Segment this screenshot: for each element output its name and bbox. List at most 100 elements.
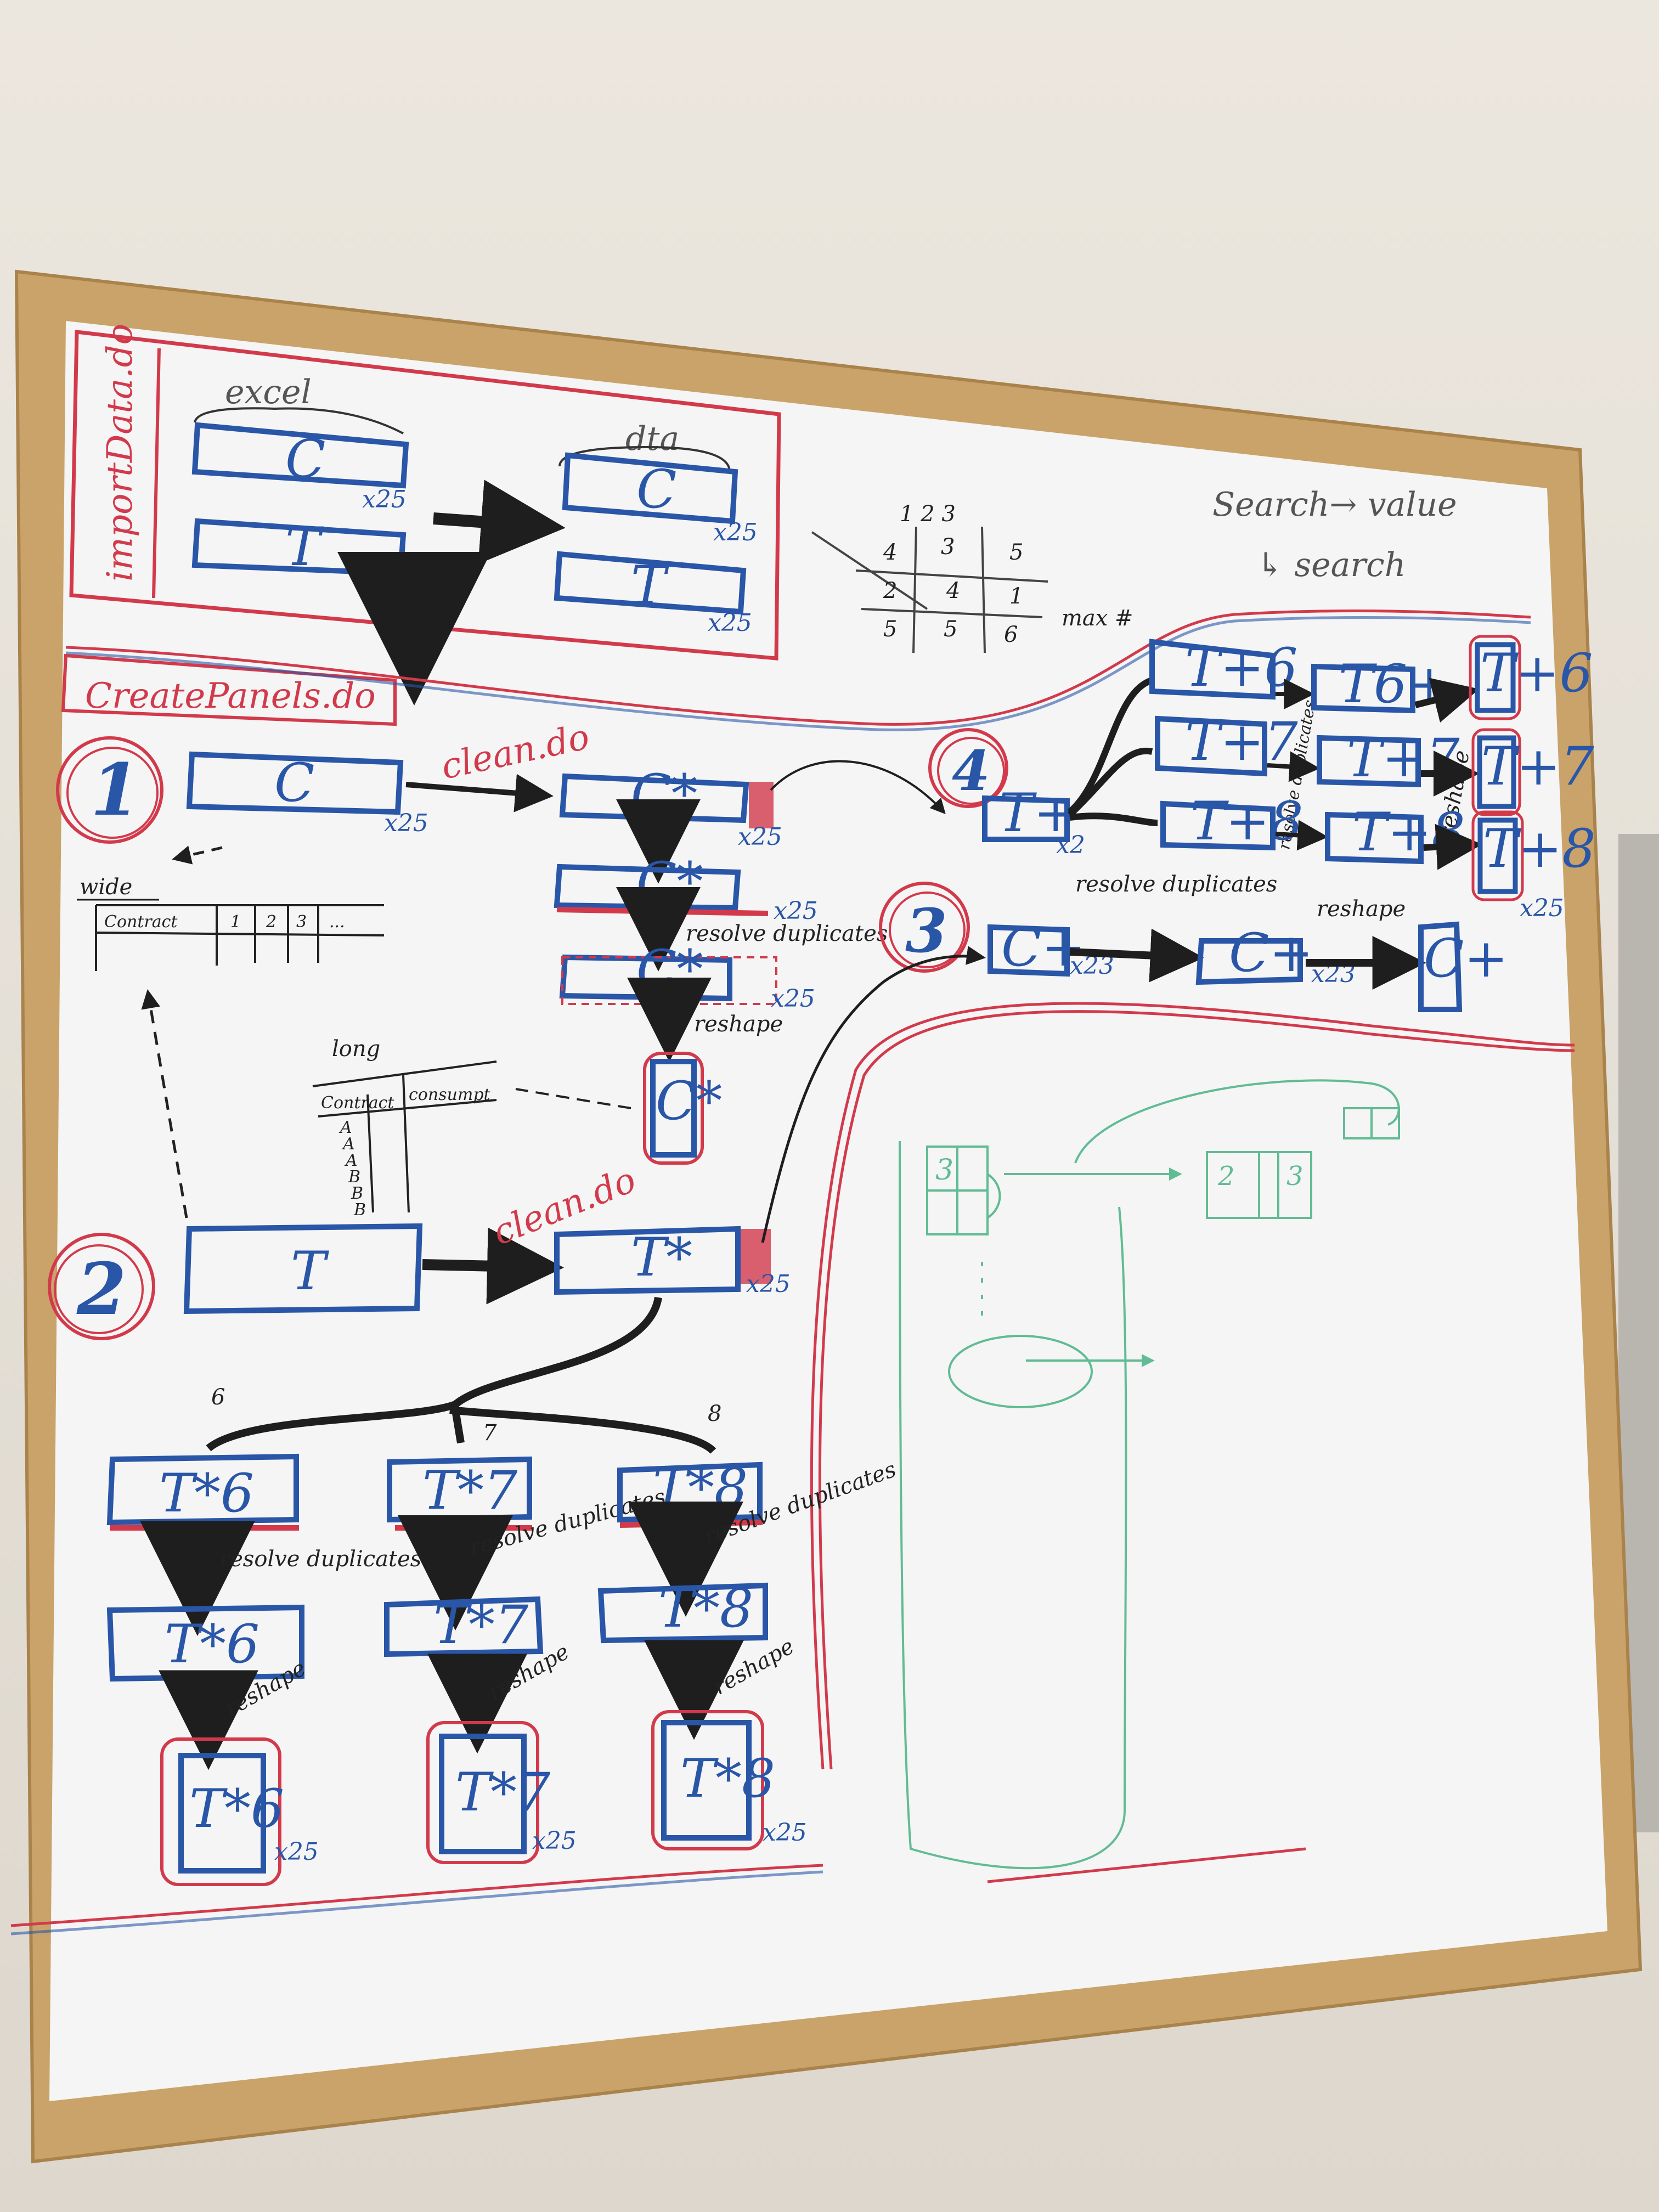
svg-text:x25: x25 bbox=[774, 897, 818, 925]
svg-text:5: 5 bbox=[883, 617, 897, 642]
svg-text:3: 3 bbox=[905, 895, 947, 966]
green-sketch: 3 2 3 bbox=[899, 1079, 1400, 1870]
svg-text:x25: x25 bbox=[738, 823, 782, 851]
svg-text:T+8: T+8 bbox=[1190, 791, 1304, 852]
svg-text:T+7: T+7 bbox=[1347, 727, 1460, 789]
svg-text:3: 3 bbox=[935, 1154, 953, 1187]
svg-text:3: 3 bbox=[1286, 1161, 1304, 1192]
svg-text:CreatePanels.do: CreatePanels.do bbox=[85, 676, 376, 716]
step-4-badge: 4 bbox=[928, 728, 1008, 808]
svg-text:2: 2 bbox=[1217, 1161, 1235, 1192]
svg-text:1: 1 bbox=[1009, 584, 1023, 609]
svg-text:x25: x25 bbox=[771, 985, 815, 1013]
svg-text:T+8: T+8 bbox=[1483, 818, 1596, 879]
svg-text:x2: x2 bbox=[1056, 831, 1085, 859]
section-3-flow: C+ x23 resolve duplicates C+ x23 reshape… bbox=[761, 872, 1508, 1243]
svg-text:T: T bbox=[291, 1240, 329, 1302]
svg-text:↳ search: ↳ search bbox=[1256, 546, 1406, 584]
svg-text:x25: x25 bbox=[532, 1827, 577, 1855]
svg-text:T+6: T+6 bbox=[1480, 642, 1593, 704]
step-2-badge: 2 bbox=[48, 1233, 155, 1340]
dta-t-box bbox=[554, 551, 747, 615]
svg-text:x25: x25 bbox=[708, 609, 752, 637]
svg-text:T*7: T*7 bbox=[433, 1594, 528, 1656]
svg-text:6: 6 bbox=[211, 1385, 225, 1410]
svg-text:x25: x25 bbox=[763, 1819, 807, 1847]
svg-text:B: B bbox=[348, 1167, 360, 1187]
svg-text:x25: x25 bbox=[384, 809, 428, 837]
svg-text:7: 7 bbox=[483, 1420, 497, 1446]
svg-text:4: 4 bbox=[883, 540, 897, 565]
svg-text:resolve duplicates: resolve duplicates bbox=[1075, 872, 1277, 897]
svg-text:long: long bbox=[332, 1036, 380, 1062]
svg-text:C+: C+ bbox=[1001, 917, 1086, 978]
svg-text:C*: C* bbox=[656, 1070, 722, 1132]
svg-text:A: A bbox=[341, 1135, 355, 1154]
svg-text:B: B bbox=[351, 1184, 363, 1203]
svg-text:1: 1 bbox=[230, 912, 241, 932]
svg-text:C*: C* bbox=[636, 851, 703, 912]
svg-text:T: T bbox=[631, 555, 669, 616]
svg-text:C: C bbox=[285, 428, 325, 490]
svg-text:x25: x25 bbox=[1520, 894, 1564, 922]
svg-text:6: 6 bbox=[1004, 622, 1018, 647]
dta-label: dta bbox=[625, 420, 679, 458]
svg-text:A: A bbox=[338, 1118, 352, 1137]
separator-lines bbox=[10, 610, 1575, 1936]
svg-text:T*8: T*8 bbox=[653, 1457, 748, 1519]
svg-text:T+7: T+7 bbox=[1185, 711, 1298, 772]
max-grid-sketch: 1 2 3 4 3 5 2 4 1 5 5 6 max # bbox=[811, 501, 1133, 653]
svg-text:T+6: T+6 bbox=[1185, 637, 1298, 698]
svg-text:C+: C+ bbox=[1229, 922, 1313, 984]
svg-text:Contract: Contract bbox=[104, 912, 178, 932]
svg-text:1: 1 bbox=[91, 748, 140, 832]
svg-text:C+: C+ bbox=[1424, 928, 1508, 989]
svg-text:2: 2 bbox=[76, 1247, 126, 1331]
svg-text:x25: x25 bbox=[274, 1838, 319, 1866]
svg-text:5: 5 bbox=[1009, 540, 1023, 565]
svg-text:T6+: T6+ bbox=[1339, 653, 1452, 715]
svg-text:T*7: T*7 bbox=[422, 1460, 517, 1521]
svg-text:resolve duplicates: resolve duplicates bbox=[219, 1547, 421, 1572]
excel-label: excel bbox=[225, 373, 312, 411]
svg-text:C: C bbox=[636, 459, 676, 520]
svg-text:T*6: T*6 bbox=[165, 1613, 259, 1675]
svg-text:5: 5 bbox=[944, 617, 957, 642]
svg-text:T+8: T+8 bbox=[1352, 802, 1465, 863]
svg-text:T*7: T*7 bbox=[455, 1762, 550, 1823]
svg-text:max #: max # bbox=[1062, 606, 1133, 631]
svg-text:T*6: T*6 bbox=[189, 1778, 284, 1839]
search-note: Search→ value ↳ search bbox=[1212, 486, 1457, 584]
svg-text:T+: T+ bbox=[998, 782, 1077, 844]
svg-text:4: 4 bbox=[946, 578, 960, 603]
svg-text:3: 3 bbox=[296, 912, 307, 932]
svg-text:C*: C* bbox=[631, 763, 697, 825]
svg-text:A: A bbox=[344, 1151, 358, 1170]
svg-text:T: T bbox=[285, 516, 324, 578]
import-data-block: importData.do excel C x25 T x25 dta C x2… bbox=[69, 324, 781, 706]
step-3-badge: 3 bbox=[879, 882, 970, 973]
dta-c-box bbox=[562, 452, 738, 524]
svg-text:2: 2 bbox=[266, 912, 276, 932]
excel-c-box bbox=[191, 422, 409, 489]
svg-text:Search→ value: Search→ value bbox=[1212, 486, 1457, 524]
svg-text:T*: T* bbox=[631, 1227, 692, 1288]
svg-text:consumpt: consumpt bbox=[409, 1085, 491, 1104]
svg-text:x25: x25 bbox=[746, 1270, 791, 1298]
svg-text:x25: x25 bbox=[373, 573, 417, 601]
svg-text:2: 2 bbox=[883, 578, 897, 603]
svg-text:x25: x25 bbox=[713, 518, 758, 546]
svg-text:C: C bbox=[274, 752, 314, 814]
svg-text:resolve duplicates: resolve duplicates bbox=[686, 921, 888, 946]
svg-text:x25: x25 bbox=[362, 486, 407, 514]
svg-text:T*6: T*6 bbox=[159, 1463, 254, 1524]
svg-text:3: 3 bbox=[941, 534, 955, 560]
svg-text:T+7: T+7 bbox=[1481, 736, 1594, 797]
svg-text:wide: wide bbox=[80, 874, 132, 900]
import-data-filename: importData.do bbox=[100, 324, 140, 582]
svg-text:4: 4 bbox=[952, 738, 990, 803]
svg-text:C*: C* bbox=[636, 939, 703, 1000]
svg-text:reshape: reshape bbox=[1317, 896, 1406, 922]
svg-text:8: 8 bbox=[708, 1401, 721, 1426]
